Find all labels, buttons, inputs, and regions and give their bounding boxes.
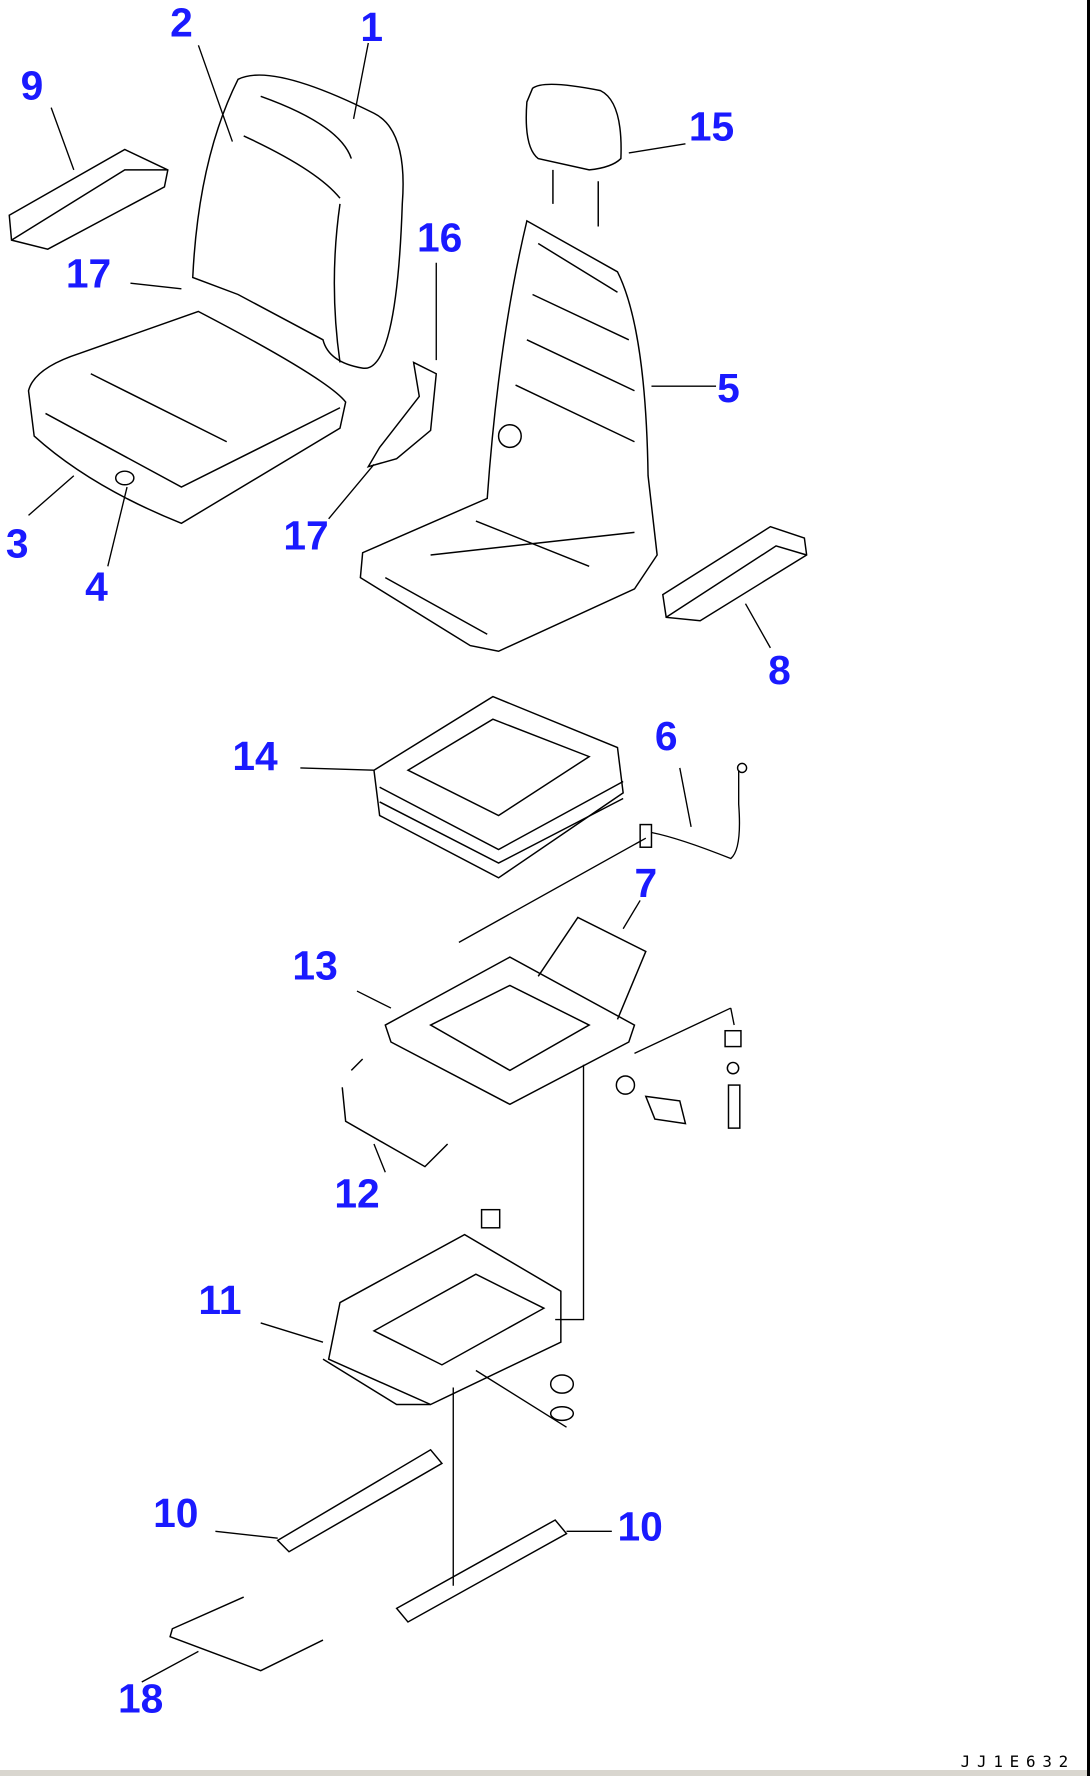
slide-rail-assembly (341, 916, 647, 1168)
callout-3: 3 (6, 520, 29, 566)
callout-10-right: 10 (617, 1503, 662, 1549)
callout-16: 16 (417, 214, 462, 260)
callout-11: 11 (198, 1277, 241, 1323)
callout-6: 6 (655, 713, 678, 759)
callout-2: 2 (170, 0, 193, 45)
lever-cable (458, 770, 741, 943)
callout-4: 4 (85, 563, 108, 609)
callout-12: 12 (334, 1170, 379, 1216)
callout-17-bottom: 17 (283, 512, 328, 558)
callout-7: 7 (634, 860, 657, 906)
callout-15: 15 (689, 103, 734, 149)
suspension-unit (373, 695, 624, 879)
rail-right (395, 1519, 568, 1623)
headrest (525, 83, 622, 227)
rail-left (276, 1448, 444, 1553)
seat-frame (359, 219, 658, 653)
callout-5: 5 (717, 365, 740, 411)
seat-belt-rod (169, 1596, 324, 1672)
callout-13: 13 (292, 943, 337, 989)
callout-8: 8 (768, 647, 791, 693)
callout-1: 1 (360, 4, 383, 50)
callout-17-top: 17 (66, 251, 111, 297)
bolts-and-nuts (615, 1007, 742, 1129)
base-plate (322, 1064, 585, 1586)
callout-18: 18 (118, 1676, 163, 1722)
callout-14: 14 (232, 733, 278, 779)
armrest-right (661, 525, 808, 622)
callout-9: 9 (21, 63, 44, 109)
drawing-code: JJ1E632 (961, 1752, 1075, 1771)
callout-10-left: 10 (153, 1490, 198, 1536)
seat-cushion-assembly (27, 74, 404, 525)
armrest-left (8, 148, 169, 250)
bracket (366, 361, 438, 468)
